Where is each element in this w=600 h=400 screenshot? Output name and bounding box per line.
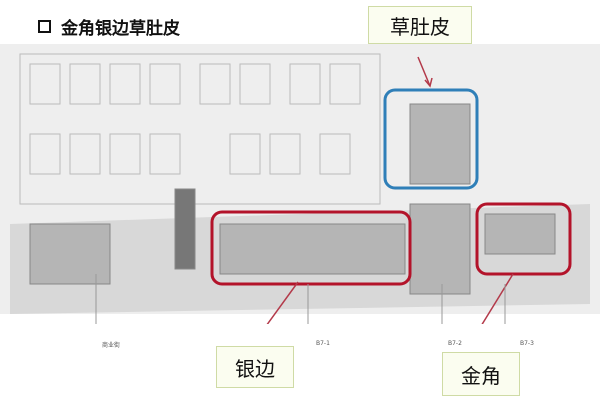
title-text: 金角银边草肚皮 <box>61 19 180 39</box>
plot-label: 商业街 <box>102 342 121 349</box>
edge-highlight <box>210 210 412 286</box>
plot-label: B7-2 <box>448 340 462 347</box>
callout-corner: 金角 <box>442 352 520 396</box>
page-title: 金角银边草肚皮 <box>38 14 180 39</box>
callout-belly: 草肚皮 <box>368 6 472 44</box>
callout-edge: 银边 <box>216 346 294 388</box>
belly-highlight <box>383 88 479 190</box>
plot-label: B7-3 <box>520 340 534 347</box>
bullet-square-icon <box>38 20 51 33</box>
corner-highlight <box>475 202 572 276</box>
plot-label: B7-1 <box>316 340 330 347</box>
site-plan <box>0 44 600 324</box>
